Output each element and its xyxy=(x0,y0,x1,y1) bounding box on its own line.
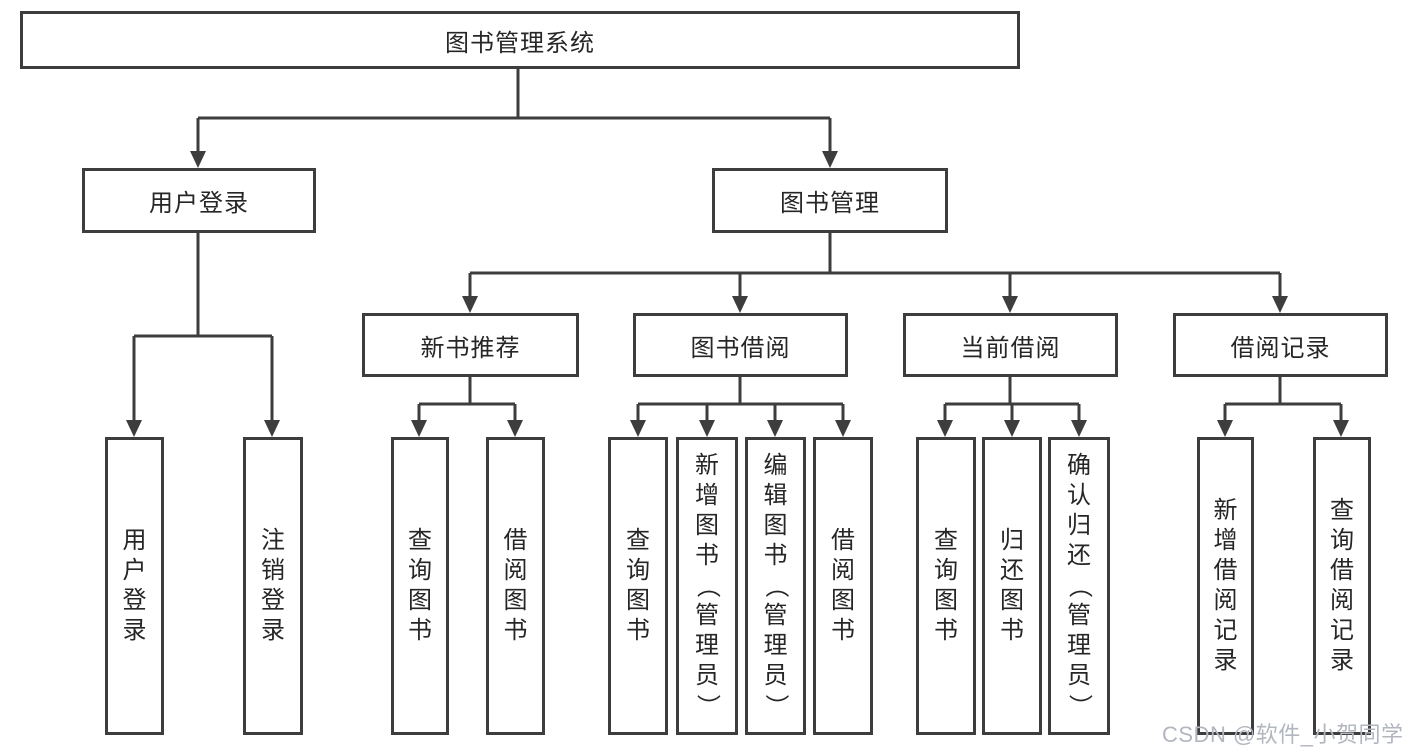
leaf-borrow-book-recommend: 借阅图书 xyxy=(486,437,545,735)
leaf-edit-book-admin: 编辑图书（管理员） xyxy=(745,437,806,735)
node-borrow-record-label: 借阅记录 xyxy=(1230,334,1331,362)
leaf-user-login-label: 用户登录 xyxy=(122,527,147,644)
leaf-edit-book-admin-label: 编辑图书（管理员） xyxy=(762,452,790,718)
leaf-borrow-book: 借阅图书 xyxy=(813,437,873,735)
leaf-add-book-admin-label: 新增图书（管理员） xyxy=(694,452,721,718)
leaf-borrow-book-label: 借阅图书 xyxy=(831,527,855,644)
leaf-confirm-return-admin-label: 确认归还（管理员） xyxy=(1066,452,1093,718)
node-user-login-label: 用户登录 xyxy=(149,190,249,217)
leaf-add-borrow-record-label: 新增借阅记录 xyxy=(1213,497,1238,674)
leaf-query-book-recommend: 查询图书 xyxy=(391,437,449,735)
leaf-query-book-recommend-label: 查询图书 xyxy=(408,527,432,644)
leaf-return-book-label: 归还图书 xyxy=(1000,527,1024,644)
node-user-login: 用户登录 xyxy=(82,168,316,233)
leaf-query-book-current-label: 查询图书 xyxy=(934,527,958,644)
node-current-borrow: 当前借阅 xyxy=(903,313,1118,377)
leaf-return-book: 归还图书 xyxy=(982,437,1042,735)
leaf-query-borrow-record: 查询借阅记录 xyxy=(1313,437,1371,735)
leaf-logout-login: 注销登录 xyxy=(243,437,303,735)
node-library-management-system-label: 图书管理系统 xyxy=(445,29,595,57)
leaf-confirm-return-admin: 确认归还（管理员） xyxy=(1048,437,1110,735)
node-new-book-recommend: 新书推荐 xyxy=(362,313,579,377)
leaf-add-borrow-record: 新增借阅记录 xyxy=(1197,437,1254,735)
leaf-query-book-current: 查询图书 xyxy=(916,437,976,735)
node-book-borrow-label: 图书借阅 xyxy=(690,334,791,362)
leaf-user-login: 用户登录 xyxy=(105,437,164,735)
leaf-query-borrow-record-label: 查询借阅记录 xyxy=(1330,497,1354,674)
leaf-query-book-borrow: 查询图书 xyxy=(608,437,668,735)
watermark-text: CSDN @软件_小贺同学 xyxy=(1162,722,1404,747)
node-library-management-system: 图书管理系统 xyxy=(20,11,1020,69)
leaf-borrow-book-recommend-label: 借阅图书 xyxy=(503,527,528,644)
leaf-query-book-borrow-label: 查询图书 xyxy=(626,527,650,644)
node-borrow-record: 借阅记录 xyxy=(1173,313,1388,377)
leaf-add-book-admin: 新增图书（管理员） xyxy=(676,437,738,735)
node-current-borrow-label: 当前借阅 xyxy=(960,334,1061,362)
node-book-management: 图书管理 xyxy=(712,168,948,233)
leaf-logout-login-label: 注销登录 xyxy=(261,527,285,644)
node-new-book-recommend-label: 新书推荐 xyxy=(420,334,521,362)
node-book-borrow: 图书借阅 xyxy=(633,313,848,377)
node-book-management-label: 图书管理 xyxy=(780,190,880,217)
